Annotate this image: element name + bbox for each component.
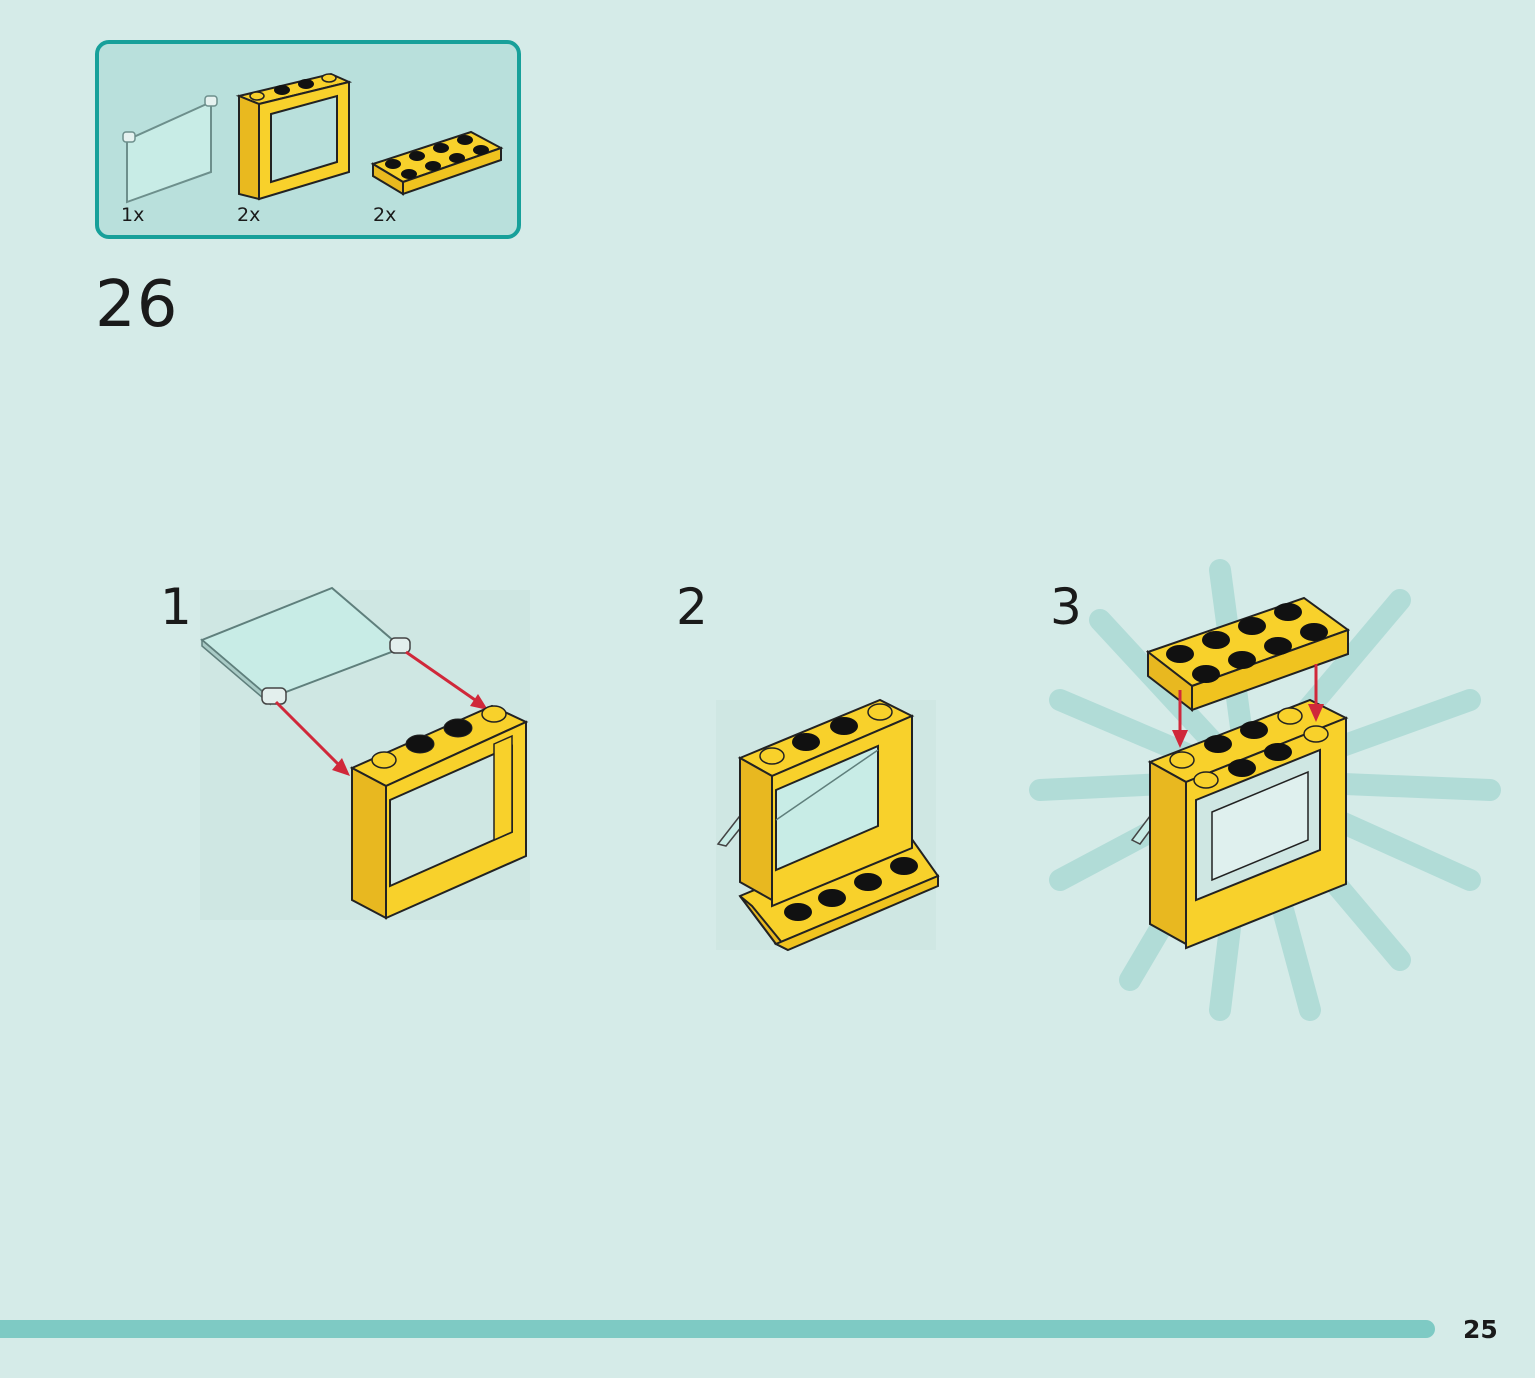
page-number: 25 xyxy=(1463,1315,1498,1344)
part-quantity: 2x xyxy=(373,204,397,226)
parts-icons xyxy=(122,72,504,204)
page-progress-bar xyxy=(0,1320,1435,1338)
parts-list-box: 1x 2x 2x xyxy=(95,40,521,239)
window-glass-icon xyxy=(122,95,218,204)
substep-3-illustration xyxy=(1029,559,1501,1021)
substep-1-illustration xyxy=(200,586,530,920)
substep-2-illustration xyxy=(716,698,940,952)
substep-number: 3 xyxy=(1050,578,1082,636)
substep-number: 1 xyxy=(160,578,192,636)
substep-number: 2 xyxy=(676,578,708,636)
window-frame-icon xyxy=(235,72,353,201)
part-quantity: 1x xyxy=(121,204,145,226)
part-quantity: 2x xyxy=(237,204,261,226)
step-number: 26 xyxy=(95,268,179,342)
plate-2x4-icon xyxy=(370,130,504,196)
